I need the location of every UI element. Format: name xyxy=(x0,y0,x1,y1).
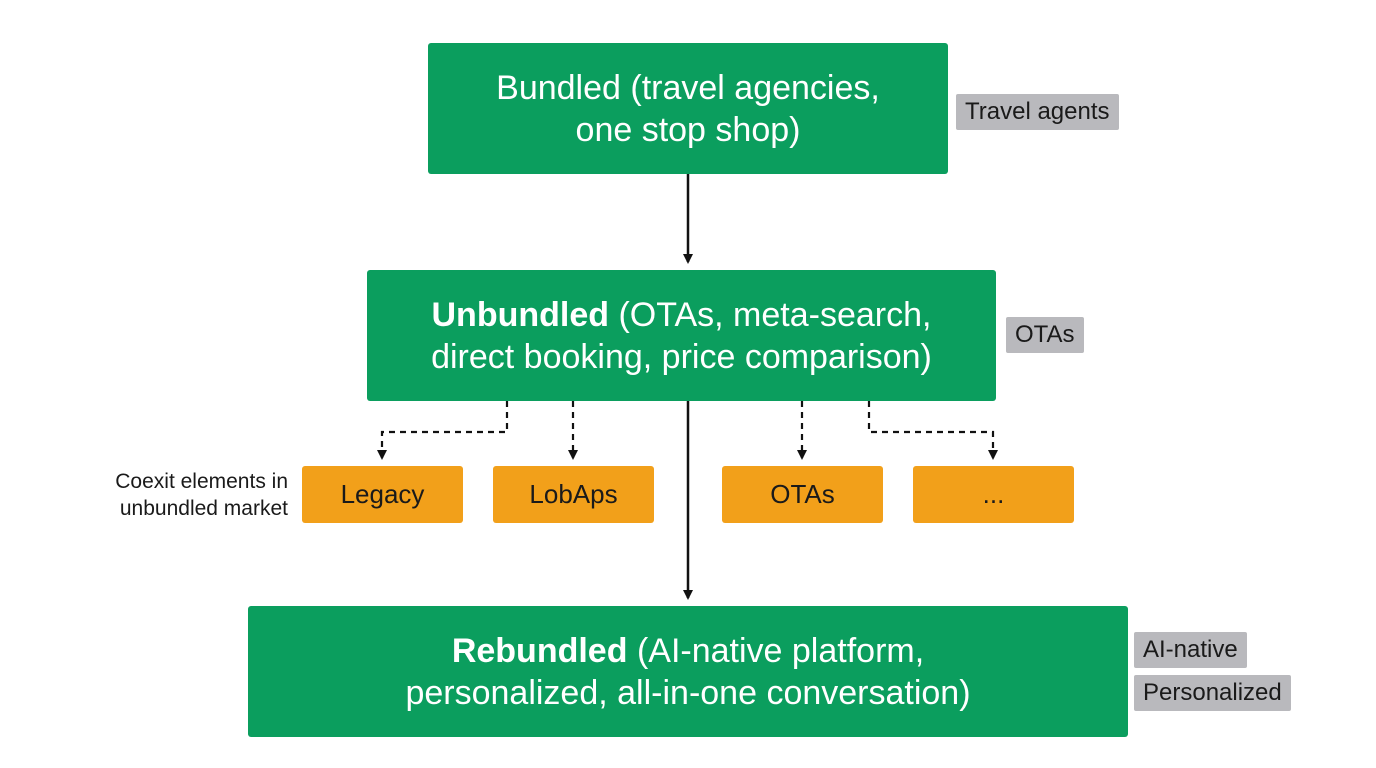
bundled-line-2: one stop shop) xyxy=(575,110,801,149)
coexist-label-line-1: Coexit elements in xyxy=(115,470,288,493)
tag-travel-agents: Travel agents xyxy=(956,94,1119,130)
unbundled-line-2: direct booking, price comparison) xyxy=(431,337,932,376)
tag-otas: OTAs xyxy=(1006,317,1084,353)
rebundled-node: Rebundled (AI-native platform, personali… xyxy=(248,606,1128,737)
element-lobaps: LobAps xyxy=(493,466,654,523)
rebundled-line-1: Rebundled (AI-native platform, xyxy=(405,630,970,672)
element-more: ... xyxy=(913,466,1074,523)
bundled-node: Bundled (travel agencies, one stop shop) xyxy=(428,43,948,174)
tag-personalized: Personalized xyxy=(1134,675,1291,711)
element-legacy: Legacy xyxy=(302,466,463,523)
rebundled-bold: Rebundled xyxy=(451,631,628,670)
tag-ai-native: AI-native xyxy=(1134,632,1247,668)
rebundled-line-1-rest: (AI-native platform, xyxy=(627,631,925,670)
unbundled-line-1-rest: (OTAs, meta-search, xyxy=(609,295,932,334)
rebundled-line-2: personalized, all-in-one conversation) xyxy=(405,673,971,712)
bundled-line-1: Bundled (travel agencies, xyxy=(496,68,880,107)
dashed-arrow-to-legacy xyxy=(377,401,509,460)
unbundled-line-1: Unbundled (OTAs, meta-search, xyxy=(431,294,932,336)
coexist-label-line-2: unbundled market xyxy=(119,497,288,520)
dashed-arrow-to-more xyxy=(867,401,998,460)
coexist-label: Coexit elements in unbundled market xyxy=(70,468,288,522)
element-otas: OTAs xyxy=(722,466,883,523)
unbundled-node: Unbundled (OTAs, meta-search, direct boo… xyxy=(367,270,996,401)
unbundled-bold: Unbundled xyxy=(431,295,610,334)
